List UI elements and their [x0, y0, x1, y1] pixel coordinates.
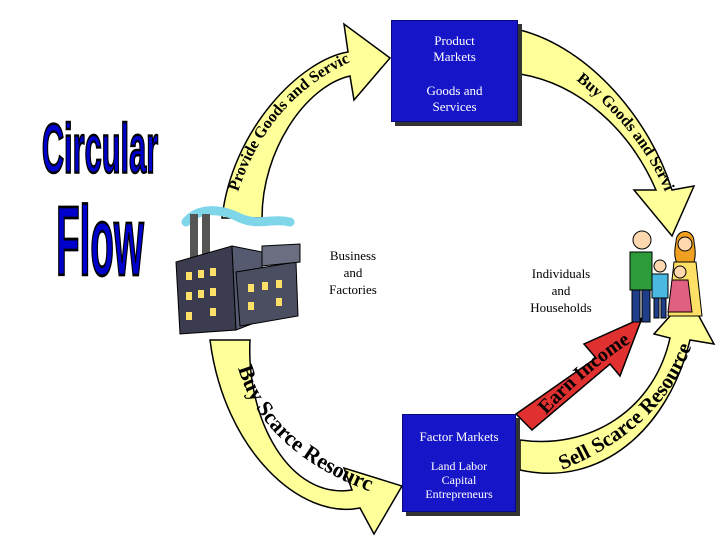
- factory-icon: [175, 206, 301, 335]
- buy-goods-arrow: [519, 29, 696, 238]
- product-markets-sub-1: Goods and: [426, 83, 483, 98]
- product-markets-box: Product Markets Goods and Services: [391, 20, 518, 122]
- factor-markets-line-1: Land Labor: [430, 459, 488, 473]
- product-markets-sub-2: Services: [432, 99, 477, 114]
- factor-markets-title: Factor Markets: [419, 429, 499, 444]
- households-line-1: Individuals: [531, 266, 591, 281]
- earn-income-arrow: [514, 316, 644, 432]
- business-line-1: Business: [329, 248, 377, 263]
- factor-markets-line-2: Capital: [441, 473, 477, 487]
- households-label: Individuals and Households: [520, 265, 602, 316]
- provide-goods-arrow: [221, 22, 392, 219]
- factor-markets-box: Factor Markets Land Labor Capital Entrep…: [402, 414, 516, 512]
- title-circular: Circular: [42, 110, 158, 188]
- factor-markets-line-3: Entrepreneurs: [425, 487, 493, 501]
- product-markets-title-2: Markets: [433, 49, 476, 64]
- product-markets-title-1: Product: [434, 33, 475, 48]
- business-label: Business and Factories: [318, 247, 388, 298]
- family-icon: [629, 230, 703, 323]
- households-line-2: and: [551, 283, 571, 298]
- sell-resources-arrow: [519, 294, 716, 475]
- business-line-2: and: [343, 265, 363, 280]
- business-line-3: Factories: [329, 282, 377, 297]
- title-flow: Flow: [56, 187, 144, 296]
- households-line-3: Households: [530, 300, 592, 315]
